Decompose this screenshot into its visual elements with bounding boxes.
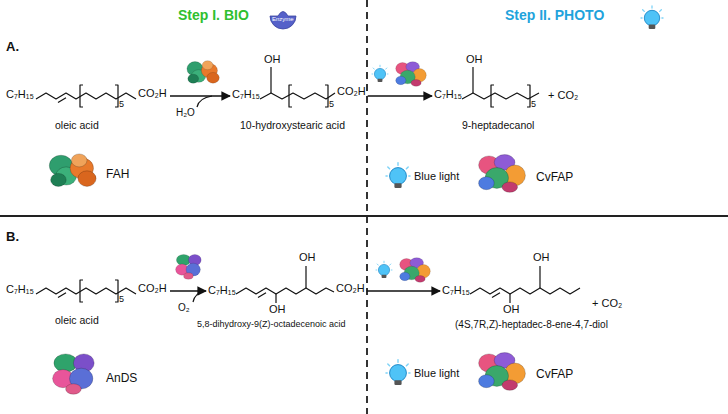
icon-caption: Enzyme: [272, 16, 294, 22]
enzyme-name: CvFAP: [536, 368, 573, 380]
atom-label: C₇H₁₅: [208, 285, 236, 296]
cosubstrate: O₂: [178, 303, 190, 313]
enzyme-name: FAH: [106, 168, 129, 180]
enzyme-name: AnDS: [106, 372, 137, 384]
atom-label: C₇H₁₅: [6, 89, 34, 100]
light-label: Blue light: [414, 368, 459, 379]
reaction-arrow: [170, 95, 230, 97]
cosubstrate: H₂O: [176, 108, 195, 118]
atom-label: OH: [264, 54, 281, 65]
compound-name: oleic acid: [55, 315, 99, 326]
atom-label: 5: [119, 295, 124, 304]
compound: C₇H₁₅OHOHCO₂H5,8-dihydroxy-9(Z)-octadece…: [206, 240, 367, 332]
atom-label: 5: [119, 100, 124, 109]
byproduct: + CO₂: [548, 90, 578, 101]
byproduct: + CO₂: [592, 298, 622, 309]
reaction-arrow: [170, 290, 206, 292]
compound-name: oleic acid: [55, 120, 99, 131]
compound-name: 5,8-dihydroxy-9(Z)-octadecenoic acid: [197, 320, 346, 329]
atom-label: C₇H₁₅: [232, 89, 260, 100]
atom-label: C₇H₁₅: [6, 284, 34, 295]
light-label: Blue light: [414, 171, 459, 182]
panel-letter: B.: [6, 230, 19, 243]
atom-label: CO₂H: [138, 88, 167, 99]
atom-label: OH: [533, 252, 550, 263]
atom-label: OH: [299, 252, 316, 263]
compound: C₇H₁₅ OH OH (4S,7R,Z)-heptadec-8-ene-4,7-di…: [440, 240, 610, 332]
atom-label: OH: [269, 304, 286, 315]
atom-label: 5: [329, 100, 334, 109]
compound: C₇H₁₅ OH 5 9-heptadecanol: [432, 44, 544, 134]
compound: C₇H₁₅ 5 CO₂H oleic acid: [4, 277, 170, 329]
compound-name: 9-heptadecanol: [462, 120, 534, 131]
enzyme-name: CvFAP: [536, 171, 573, 183]
atom-label: OH: [503, 304, 520, 315]
atom-label: 5: [531, 100, 536, 109]
compound-name: (4S,7R,Z)-heptadec-8-ene-4,7-diol: [455, 320, 608, 330]
reaction-arrow: [367, 290, 440, 292]
step-heading: Step II. PHOTO: [505, 8, 604, 22]
compound: C₇H₁₅ OH 5CO₂H 10-hydroxystearic acid: [230, 44, 368, 134]
atom-label: CO₂H: [337, 86, 366, 97]
atom-label: OH: [466, 54, 483, 65]
compound: C₇H₁₅ 5 CO₂H oleic acid: [4, 82, 170, 134]
compound-name: 10-hydroxystearic acid: [240, 120, 345, 131]
reaction-arrow: [368, 95, 432, 97]
panel-letter: A.: [6, 40, 19, 53]
atom-label: C₇H₁₅: [434, 89, 462, 100]
atom-label: C₇H₁₅: [442, 285, 470, 296]
step-heading: Step I. BIO: [178, 8, 249, 22]
atom-label: CO₂H: [138, 283, 167, 294]
atom-label: CO₂H: [336, 283, 365, 294]
